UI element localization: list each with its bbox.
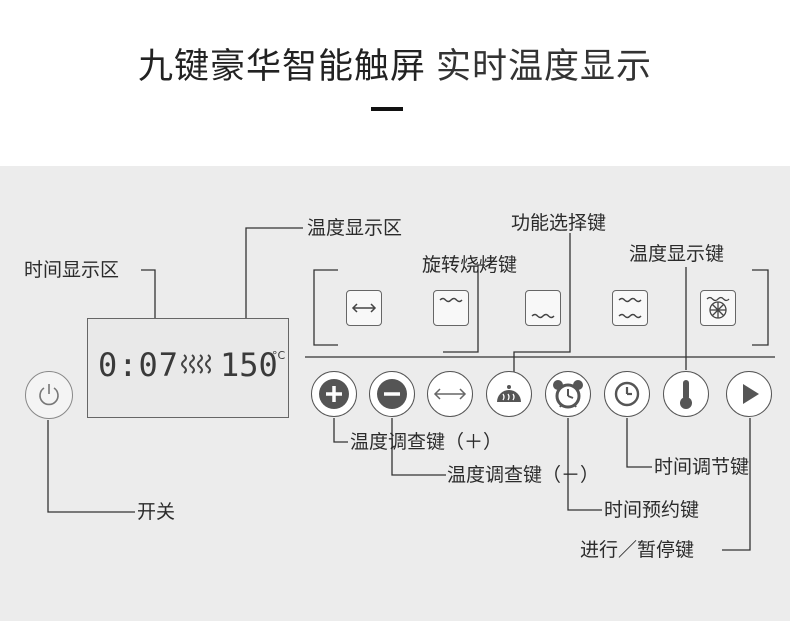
alarm-clock-icon: [553, 380, 583, 409]
temp-minus-button[interactable]: [369, 371, 415, 417]
heat-wave-icon: [181, 354, 211, 374]
label-temp-plus: 温度调查键（＋）: [350, 431, 503, 453]
title-sub: 实时温度显示: [436, 47, 653, 87]
label-power: 开关: [137, 501, 176, 523]
label-temp-display: 温度显示区: [307, 217, 403, 239]
start-pause-button[interactable]: [726, 371, 772, 417]
mode-convection-fan[interactable]: [700, 290, 736, 326]
rotate-arrows-icon: [433, 388, 467, 400]
label-timer: 时间预约键: [604, 499, 700, 521]
plus-circle-icon: [319, 379, 349, 409]
label-function-select: 功能选择键: [511, 212, 607, 234]
mode-top-bottom-heat[interactable]: [612, 290, 648, 326]
temp-show-button[interactable]: [663, 371, 709, 417]
label-rotisserie: 旋转烧烤键: [422, 254, 518, 276]
power-button[interactable]: [25, 371, 73, 419]
play-icon: [743, 384, 759, 404]
bottom-heat-icon: [531, 313, 555, 319]
rotate-arrows-icon: [351, 303, 377, 313]
label-temp-show: 温度显示键: [629, 243, 725, 265]
minus-circle-icon: [377, 379, 407, 409]
top-heat-icon: [439, 297, 463, 303]
power-icon: [39, 384, 59, 406]
lcd-display: [87, 318, 289, 418]
clock-icon: [614, 381, 640, 407]
label-time-display: 时间显示区: [24, 259, 120, 281]
oven-heat-icon: [497, 385, 521, 402]
temperature-readout: 150: [220, 346, 278, 384]
thermometer-icon: [680, 380, 692, 409]
mode-top-heat[interactable]: [433, 290, 469, 326]
title-main: 九键豪华智能触屏: [137, 47, 426, 87]
temperature-unit: °C: [272, 349, 286, 362]
title-divider: [371, 107, 403, 111]
timer-button[interactable]: [545, 371, 591, 417]
mode-bottom-heat[interactable]: [525, 290, 561, 326]
page-title: 九键豪华智能触屏实时温度显示: [0, 38, 790, 89]
label-time-set: 时间调节键: [654, 456, 750, 478]
convection-fan-icon: [706, 296, 730, 319]
temp-plus-button[interactable]: [311, 371, 357, 417]
top-bottom-heat-icon: [618, 297, 642, 319]
mode-rotisserie[interactable]: [346, 290, 382, 326]
time-set-button[interactable]: [604, 371, 650, 417]
time-readout: 0:07: [98, 346, 180, 384]
rotisserie-button[interactable]: [427, 371, 473, 417]
label-temp-minus: 温度调查键（－）: [447, 464, 600, 486]
function-select-button[interactable]: [486, 371, 532, 417]
label-start-pause: 进行／暂停键: [580, 539, 695, 561]
